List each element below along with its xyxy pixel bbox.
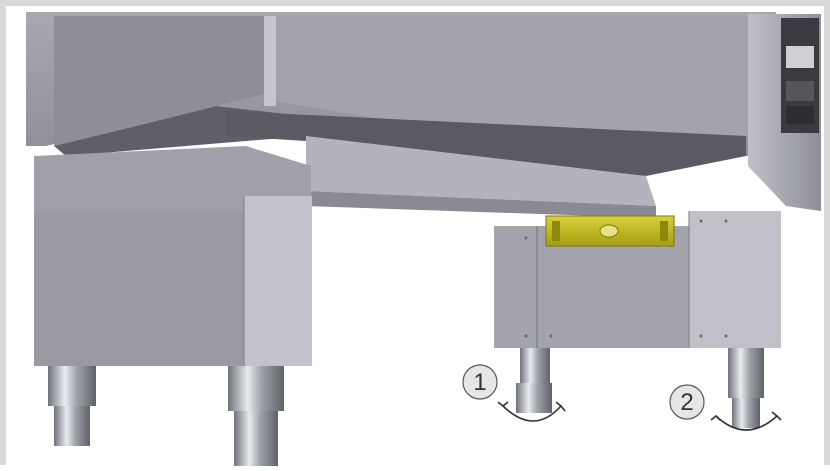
step-number-1: 1 bbox=[473, 369, 486, 396]
step-marker-1: 1 bbox=[462, 364, 498, 400]
left-rear-foot bbox=[228, 366, 284, 466]
control-panel bbox=[748, 14, 821, 211]
left-stand bbox=[34, 146, 312, 366]
appliance-diagram: 1 2 bbox=[26, 12, 821, 466]
left-front-foot bbox=[48, 366, 96, 446]
adjustable-foot-1 bbox=[516, 348, 552, 413]
adjustable-foot-2 bbox=[728, 348, 764, 428]
rotate-adjust-icon bbox=[710, 411, 782, 431]
spirit-level bbox=[545, 215, 675, 247]
appliance-upper-body bbox=[26, 12, 776, 218]
step-number-2: 2 bbox=[680, 389, 693, 416]
step-marker-2: 2 bbox=[669, 384, 705, 420]
rotate-adjust-icon bbox=[497, 401, 566, 422]
